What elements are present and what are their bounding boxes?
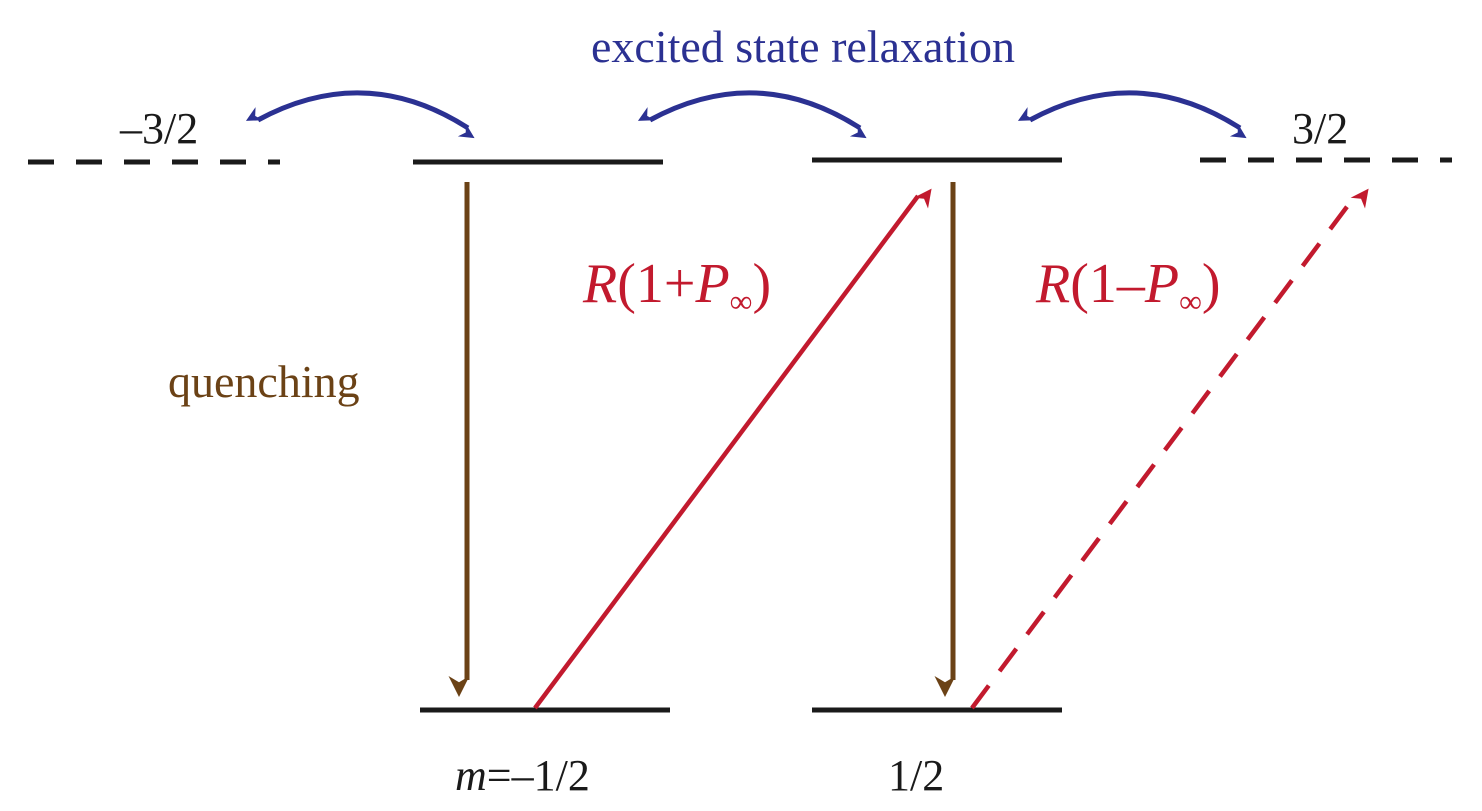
relaxation-arrow-right xyxy=(1017,90,1247,139)
relaxation-arrow-left xyxy=(245,90,475,139)
rate-label-plus: R(1+P∞) xyxy=(582,253,771,319)
pump-arrow-solid xyxy=(533,188,932,710)
rate-label-minus: R(1–P∞) xyxy=(1035,253,1221,319)
m-value: =–1/2 xyxy=(487,751,590,800)
label-level-neg3-2: –3/2 xyxy=(119,104,198,153)
relaxation-arrow-middle xyxy=(637,90,867,139)
label-ground-neg1-2: m=–1/2 xyxy=(455,751,590,800)
diagram-title: excited state relaxation xyxy=(591,21,1015,72)
m-symbol: m xyxy=(455,751,487,800)
pump-arrow-dashed xyxy=(970,188,1369,710)
label-level-3-2: 3/2 xyxy=(1292,104,1348,153)
label-ground-1-2: 1/2 xyxy=(888,751,944,800)
quenching-label: quenching xyxy=(168,356,360,407)
